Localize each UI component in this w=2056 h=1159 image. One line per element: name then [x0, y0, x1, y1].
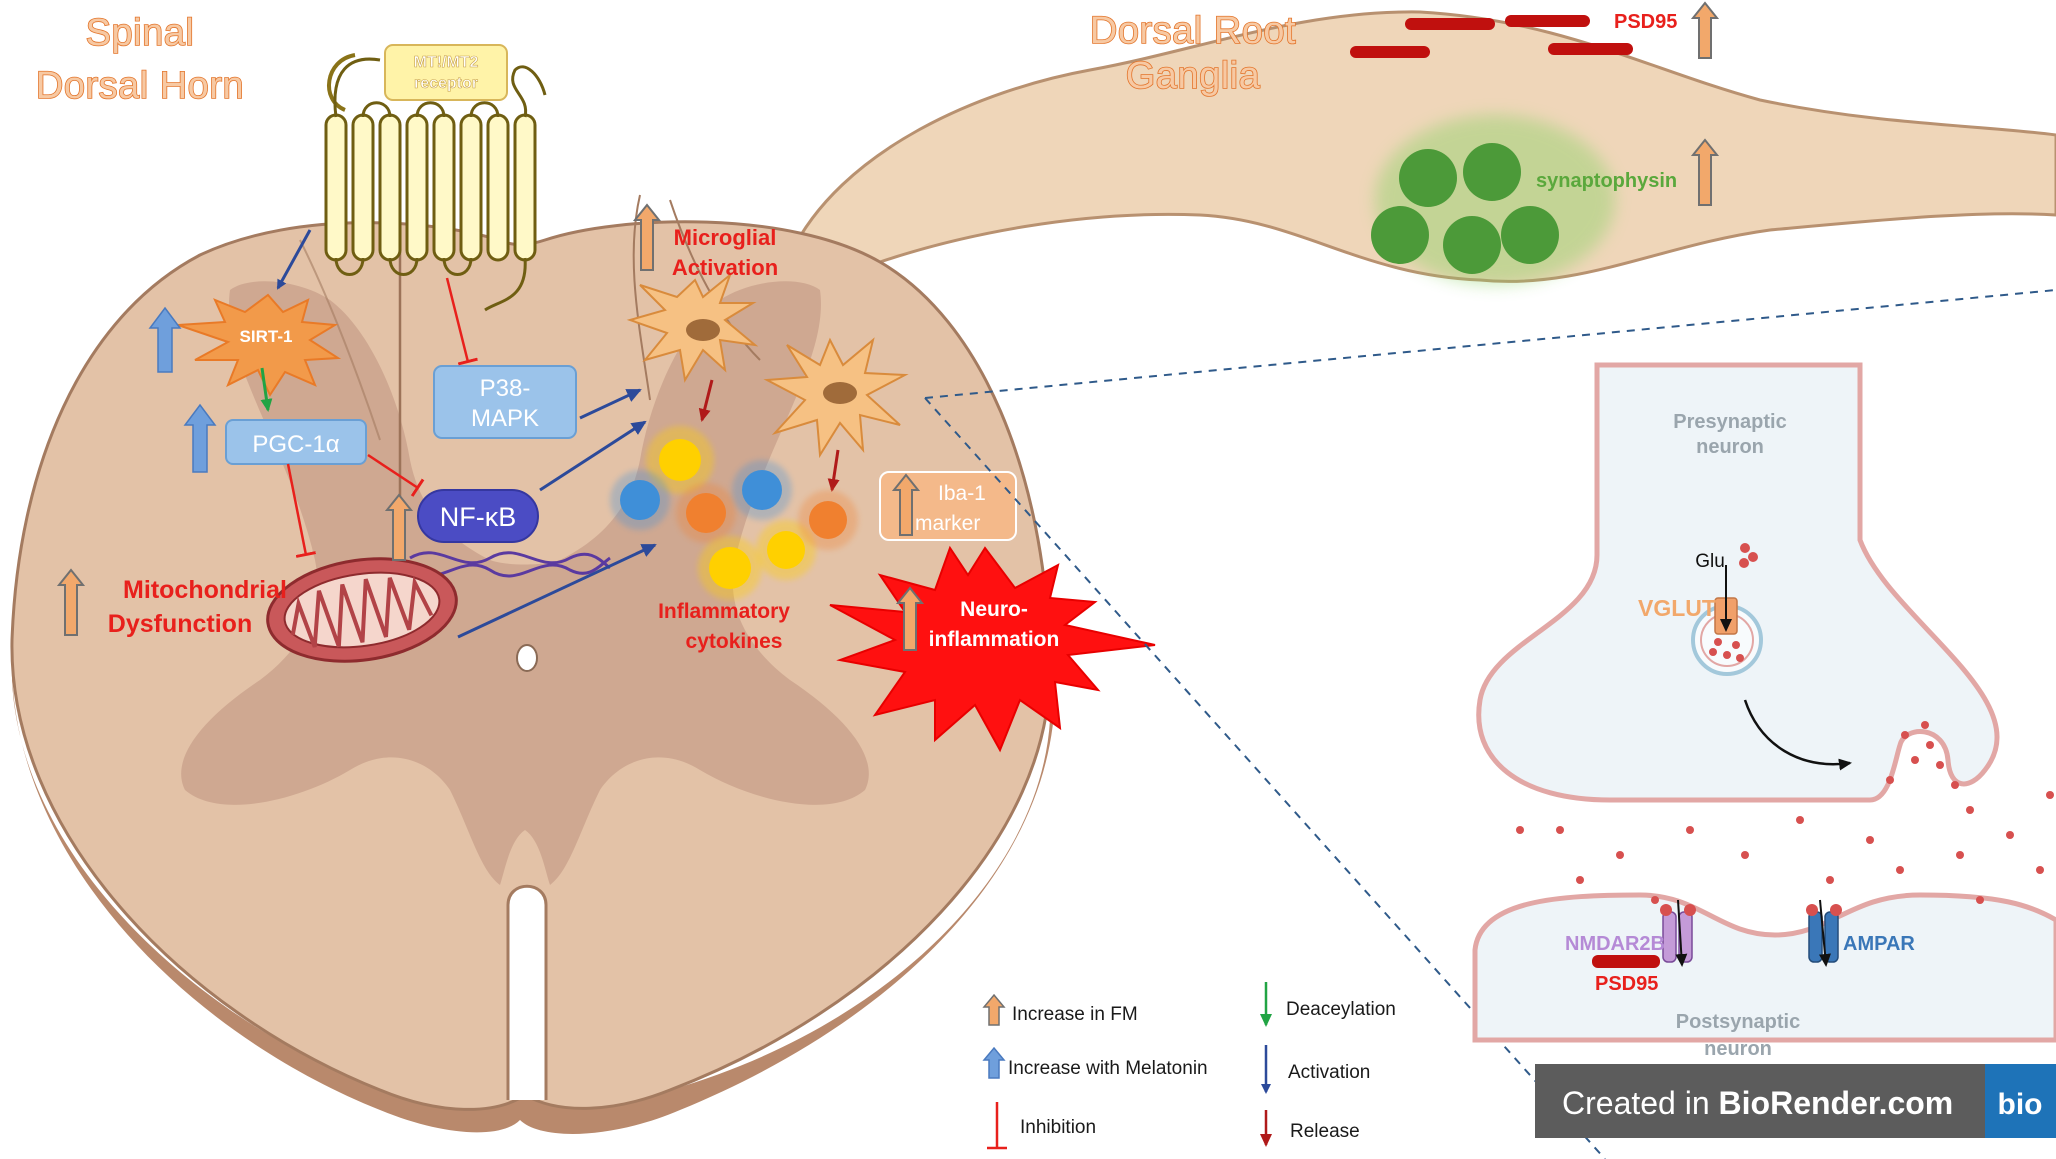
presynaptic-label-line2: neuron	[1696, 436, 1764, 458]
legend-activation: Activation	[1261, 1045, 1370, 1094]
inhibition-lines	[286, 277, 478, 558]
ampar-receptor	[1806, 899, 1842, 967]
central-canal	[516, 644, 538, 672]
synaptophysin-label: synaptophysin	[1536, 170, 1677, 192]
legend-increase-fm-label: Increase in FM	[1012, 1004, 1138, 1025]
p38-label-line2: MAPK	[471, 405, 539, 432]
neuroinflammation-label-line1: Neuro-	[960, 598, 1028, 621]
glu-label: Glu	[1695, 551, 1725, 572]
dorsal-root-ganglia-title-line2: Ganglia	[1126, 55, 1261, 97]
postsynaptic-label-line2: neuron	[1704, 1038, 1772, 1060]
synapse-inset: Presynaptic neuron Glu VGLUT NMDAR2B PSD…	[1472, 362, 2056, 1043]
increase-with-melatonin-arrows	[148, 306, 217, 473]
legend-inhibition: Inhibition	[987, 1102, 1096, 1150]
cytokines-label-line2: cytokines	[686, 630, 783, 653]
sirt1-label: SIRT-1	[240, 327, 293, 346]
legend-increase-melatonin: Increase with Melatonin	[982, 1046, 1208, 1079]
p38-mapk-node: P38- MAPK	[433, 365, 577, 439]
legend: Increase in FM Increase with Melatonin I…	[982, 982, 1396, 1150]
legend-activation-label: Activation	[1288, 1062, 1370, 1083]
psd95-bar	[1505, 15, 1590, 27]
spinal-dorsal-horn-title-line1: Spinal	[86, 12, 195, 54]
legend-deacetylation: Deaceylation	[1260, 982, 1396, 1027]
zoom-lines	[924, 289, 2056, 1159]
receptor-label-line1: MT!/MT2	[414, 54, 479, 71]
neuroinflammation-label-line2: inflammation	[929, 628, 1060, 651]
bio-logo: bio	[1998, 1088, 2043, 1121]
synaptophysin-vesicles	[1371, 115, 1615, 285]
pgc1a-label: PGC-1α	[252, 431, 339, 458]
nfkb-node: NF-κB	[409, 489, 611, 578]
presynaptic-label-line1: Presynaptic	[1673, 411, 1786, 433]
cytokines-label-line1: Inflammatory	[658, 600, 790, 623]
mitochondrion	[266, 557, 458, 663]
release-arrows	[698, 379, 840, 492]
p38-label-line1: P38-	[480, 375, 531, 402]
nmdar2b-receptor	[1592, 899, 1696, 968]
mt1-mt2-receptor: MT!/MT2 receptor	[324, 44, 547, 312]
psd95-bar	[1548, 43, 1633, 55]
mito-label-line1: Mitochondrial	[123, 576, 287, 604]
activation-arrows	[276, 229, 657, 639]
postsynaptic-label-line1: Postsynaptic	[1676, 1011, 1800, 1033]
nfkb-label: NF-κB	[440, 502, 517, 532]
synapse-psd95-label: PSD95	[1595, 973, 1658, 995]
iba1-label-line2: marker	[915, 512, 980, 535]
psd95-bar	[1405, 18, 1495, 30]
spinal-dorsal-horn-title-line2: Dorsal Horn	[36, 65, 244, 107]
drg-psd95-label: PSD95	[1614, 11, 1677, 33]
legend-inhibition-label: Inhibition	[1020, 1117, 1096, 1138]
dorsal-root-ganglia	[788, 10, 2056, 303]
legend-release-label: Release	[1290, 1121, 1360, 1142]
sirt1-node: SIRT-1	[177, 293, 342, 398]
legend-release: Release	[1260, 1110, 1360, 1147]
legend-deacetylation-label: Deaceylation	[1286, 999, 1396, 1020]
created-in-text: Created in	[1562, 1085, 1719, 1121]
iba1-label-line1: Iba-1	[938, 482, 986, 505]
microglia-cells	[626, 271, 909, 459]
ampar-label: AMPAR	[1843, 933, 1915, 955]
pgc1a-node: PGC-1α	[225, 419, 367, 465]
svg-text:Created in BioRender.com: Created in BioRender.com	[1562, 1085, 1953, 1121]
biorender-watermark: Created in BioRender.com bio	[1535, 1064, 2056, 1138]
mito-label-line2: Dysfunction	[108, 610, 252, 638]
biorender-brand: BioRender.com	[1719, 1085, 1954, 1121]
microglia-label-line2: Activation	[672, 255, 778, 280]
legend-increase-melatonin-label: Increase with Melatonin	[1008, 1058, 1208, 1079]
microglia-label-line1: Microglial	[674, 225, 777, 250]
inflammatory-cytokines	[610, 426, 858, 600]
nmdar2b-label: NMDAR2B	[1565, 933, 1665, 955]
deacetylation-arrow	[260, 367, 273, 412]
dorsal-root-ganglia-title-line1: Dorsal Root	[1090, 10, 1296, 52]
legend-increase-fm: Increase in FM	[982, 993, 1138, 1026]
vglut-label: VGLUT	[1638, 595, 1716, 621]
receptor-label-line2: receptor	[414, 75, 478, 92]
psd95-bar	[1350, 46, 1430, 58]
